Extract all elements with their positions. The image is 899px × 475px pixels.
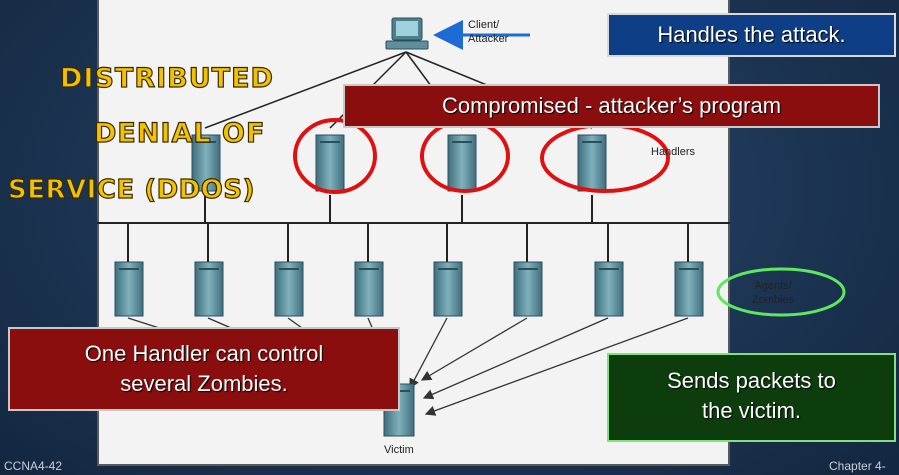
handler-server-icon (447, 134, 477, 192)
zombie-server-icon (513, 261, 543, 317)
svg-text:DISTRIBUTED: DISTRIBUTED (60, 63, 274, 94)
footer-right: Chapter 4- (829, 459, 886, 473)
zombie-server-icon (674, 261, 704, 317)
handles-attack-text: Handles the attack. (657, 22, 846, 47)
client-label-line: Client/ (468, 19, 500, 31)
zombie-server-icon (594, 261, 624, 317)
sends-packets-callout: Sends packets to the victim. (607, 353, 896, 442)
handler-highlight-circle (293, 118, 377, 194)
zombie-server-icon (354, 261, 384, 317)
attacker-label-line: Attacker (468, 33, 509, 45)
client-label: Client/ Attacker (468, 18, 508, 46)
agents-label-line: Agents/ (754, 280, 792, 292)
handlers-label: Handlers (651, 146, 696, 158)
handler-bus (97, 195, 730, 262)
handler-server-icon (315, 134, 345, 192)
compromised-text: Compromised - attacker’s program (441, 93, 782, 118)
one-handler-line: One Handler can control (84, 341, 324, 366)
handler-server-icon (191, 134, 221, 192)
one-handler-callout: One Handler can control several Zombies. (8, 327, 400, 411)
title-art: DISTRIBUTED DENIAL OF SERVICE (DDOS) (7, 62, 274, 205)
svg-text:SERVICE (DDOS): SERVICE (DDOS) (8, 175, 255, 205)
footer-left: CCNA4-42 (4, 459, 63, 473)
zombie-server-icon (194, 261, 224, 317)
zombie-server-icon (433, 261, 463, 317)
handles-attack-callout: Handles the attack. (607, 13, 896, 57)
several-zombies-line: several Zombies. (120, 371, 288, 396)
sends-packets-line: Sends packets to (667, 368, 836, 393)
zombie-server-icon (114, 261, 144, 317)
victim-label: Victim (384, 444, 414, 456)
agents-zombies-label: Agents/ Zombies (752, 279, 794, 307)
the-victim-line: the victim. (701, 398, 802, 423)
zombies-label-line: Zombies (752, 294, 795, 306)
client-computer-icon (385, 17, 429, 50)
handler-server-icon (577, 134, 607, 192)
svg-text:DENIAL OF: DENIAL OF (94, 118, 265, 149)
zombie-server-icon (274, 261, 304, 317)
compromised-callout: Compromised - attacker’s program (343, 84, 880, 128)
zombies-highlight-circle (716, 267, 846, 317)
